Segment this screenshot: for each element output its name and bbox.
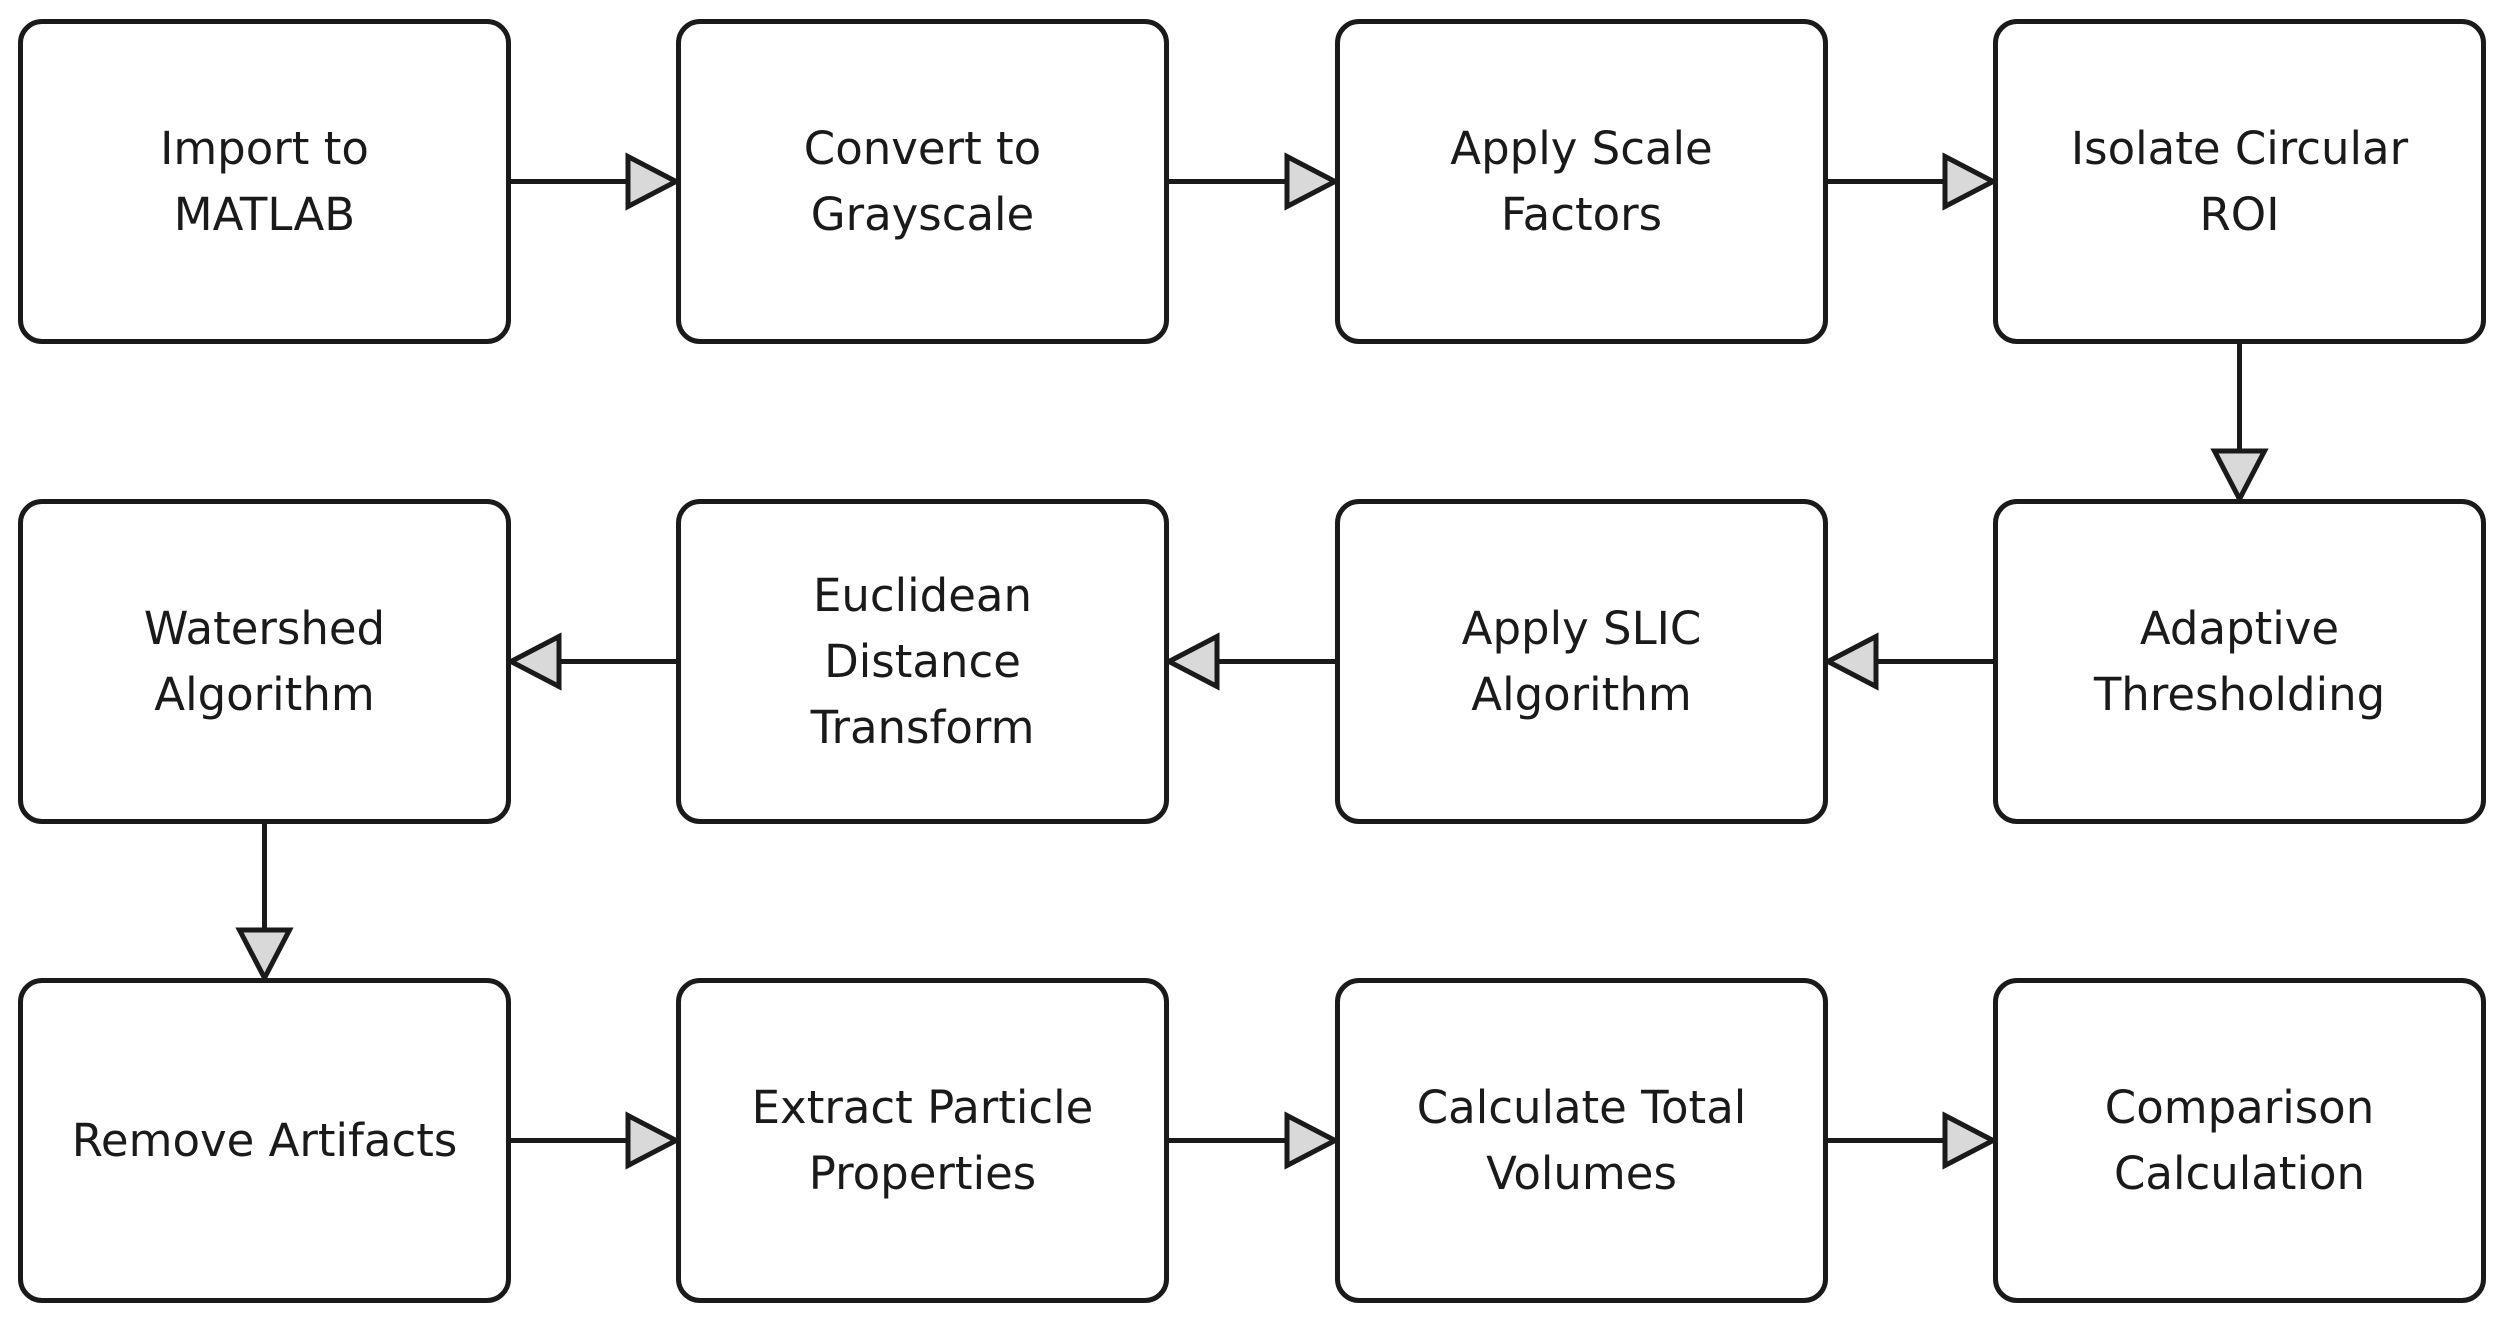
connector-arrow (511, 1111, 682, 1170)
step-label: Euclidean Distance Transform (810, 568, 1035, 754)
step-euclidean-distance-transform: Euclidean Distance Transform (676, 499, 1169, 824)
step-adaptive-thresholding: Adaptive Thresholding (1993, 499, 2486, 824)
connector-arrow (2210, 344, 2269, 505)
step-label: Comparison Calculation (2104, 1080, 2375, 1200)
step-label: Extract Particle Properties (751, 1080, 1094, 1200)
step-comparison-calculation: Comparison Calculation (1993, 978, 2486, 1303)
arrowhead-icon (235, 927, 294, 984)
step-label: Adaptive Thresholding (2093, 601, 2386, 721)
step-label: Apply SLIC Algorithm (1461, 601, 1702, 721)
step-label: Import to MATLAB (160, 121, 369, 241)
connector-arrow (235, 824, 294, 984)
connector-arrow (1828, 1111, 1999, 1170)
arrowhead-icon (1284, 1111, 1341, 1170)
arrowhead-icon (1942, 152, 1999, 211)
arrowhead-icon (1822, 632, 1879, 691)
arrowhead-icon (1942, 1111, 1999, 1170)
arrowhead-icon (1284, 152, 1341, 211)
step-apply-slic-algorithm: Apply SLIC Algorithm (1335, 499, 1828, 824)
step-remove-artifacts: Remove Artifacts (18, 978, 511, 1303)
arrowhead-icon (2210, 448, 2269, 505)
connector-arrow (511, 152, 682, 211)
step-import-to-matlab: Import to MATLAB (18, 19, 511, 344)
connector-arrow (505, 632, 676, 691)
step-label: Isolate Circular ROI (2070, 121, 2409, 241)
arrowhead-icon (505, 632, 562, 691)
connector-arrow (1169, 1111, 1341, 1170)
step-apply-scale-factors: Apply Scale Factors (1335, 19, 1828, 344)
step-label: Calculate Total Volumes (1416, 1080, 1747, 1200)
step-convert-to-grayscale: Convert to Grayscale (676, 19, 1169, 344)
step-watershed-algorithm: Watershed Algorithm (18, 499, 511, 824)
connector-arrow (1828, 152, 1999, 211)
step-isolate-circular-roi: Isolate Circular ROI (1993, 19, 2486, 344)
connector-arrow (1822, 632, 1993, 691)
step-label: Watershed Algorithm (143, 601, 386, 721)
arrowhead-icon (625, 152, 682, 211)
step-label: Apply Scale Factors (1450, 121, 1713, 241)
step-extract-particle-properties: Extract Particle Properties (676, 978, 1169, 1303)
arrowhead-icon (1163, 632, 1220, 691)
step-label: Remove Artifacts (71, 1113, 458, 1167)
arrowhead-icon (625, 1111, 682, 1170)
connector-arrow (1169, 152, 1341, 211)
step-calculate-total-volumes: Calculate Total Volumes (1335, 978, 1828, 1303)
connector-arrow (1163, 632, 1335, 691)
step-label: Convert to Grayscale (803, 121, 1042, 241)
